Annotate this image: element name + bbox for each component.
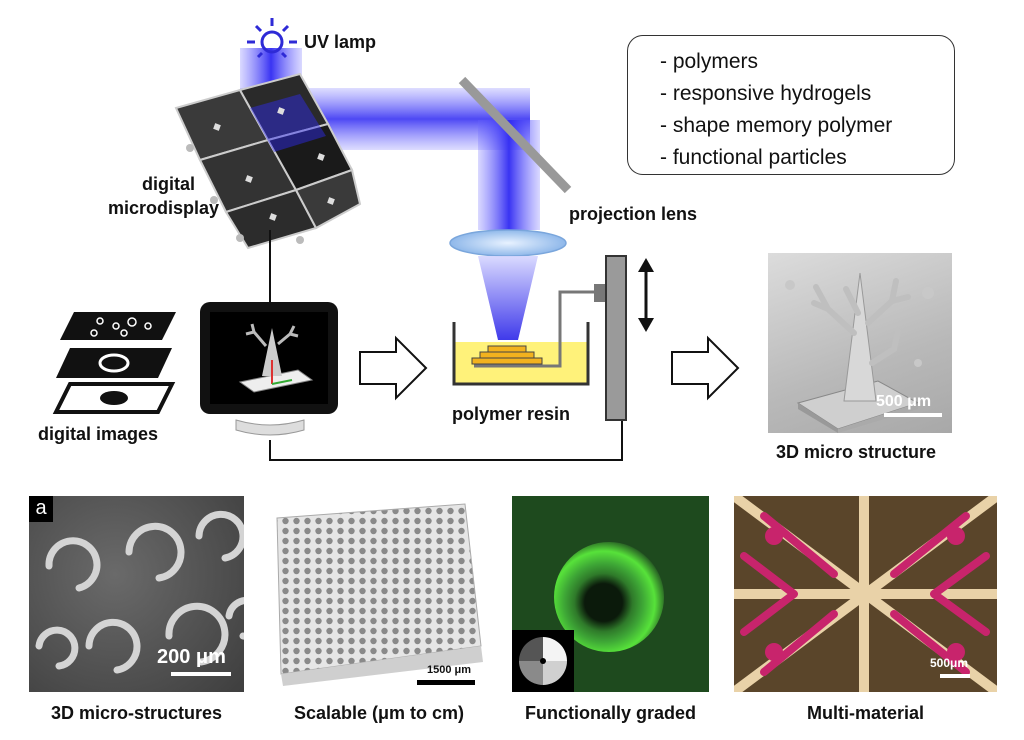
panel1-scale-label: 200 μm	[157, 646, 226, 668]
panel-multi-material: 500μm	[734, 496, 997, 692]
projection-cone	[478, 256, 538, 340]
panel-tag: a	[29, 496, 53, 522]
digital-microdisplay	[174, 72, 362, 250]
micro-structure-caption: 3D micro structure	[776, 442, 937, 462]
lattice-drawing	[276, 503, 483, 686]
stage-motion-arrow	[638, 258, 654, 332]
panel-3d-micro-structures: a 200 μm	[29, 496, 244, 692]
microdisplay-label-line2: microdisplay	[108, 198, 220, 218]
panel-scalable: 1500 μm	[269, 496, 489, 692]
resin-vat	[452, 255, 627, 421]
process-arrow-1	[359, 335, 428, 401]
computer-monitor	[200, 302, 338, 436]
multi-material-drawing	[734, 496, 997, 692]
panel4-scale-label: 500μm	[930, 656, 969, 670]
panel-functionally-graded	[512, 496, 709, 692]
uv-lamp-label: UV lamp	[304, 32, 377, 52]
caption-panel3: Functionally graded	[524, 703, 697, 723]
digital-image-layers	[52, 312, 176, 414]
panel4-scale-bar	[940, 674, 970, 678]
caption-panel4: Multi-material	[806, 703, 925, 723]
panel1-scale-bar	[171, 672, 231, 676]
panel2-scale-bar	[417, 680, 475, 685]
panel2-scale-label: 1500 μm	[427, 664, 472, 676]
polymer-resin-label: polymer resin	[452, 404, 571, 424]
mirror	[458, 76, 572, 194]
digital-images-label: digital images	[38, 424, 159, 444]
materials-list: - polymers - responsive hydrogels - shap…	[627, 35, 955, 175]
caption-panel1: 3D micro-structures	[50, 703, 223, 723]
caption-panel2: Scalable (μm to cm)	[293, 703, 465, 723]
material-item: - responsive hydrogels	[660, 82, 872, 105]
micro-structure-drawing	[785, 272, 934, 433]
structure-scale-bar	[884, 413, 942, 417]
uv-lamp-icon	[247, 18, 297, 59]
connector-lines	[269, 230, 623, 461]
projection-lens	[449, 229, 567, 257]
microdisplay-label-line1: digital	[142, 174, 195, 194]
structure-scale-label: 500 μm	[876, 393, 932, 410]
grayscale-wheel-icon	[512, 630, 574, 692]
projection-lens-label: projection lens	[569, 204, 698, 224]
micro-structure-image: 500 μm	[768, 253, 952, 433]
material-item: - functional particles	[660, 146, 847, 169]
process-arrow-2	[671, 335, 740, 401]
material-item: - shape memory polymer	[660, 114, 893, 137]
printer-schematic	[52, 18, 740, 461]
spiral-drawing	[35, 510, 244, 674]
material-item: - polymers	[660, 50, 759, 73]
